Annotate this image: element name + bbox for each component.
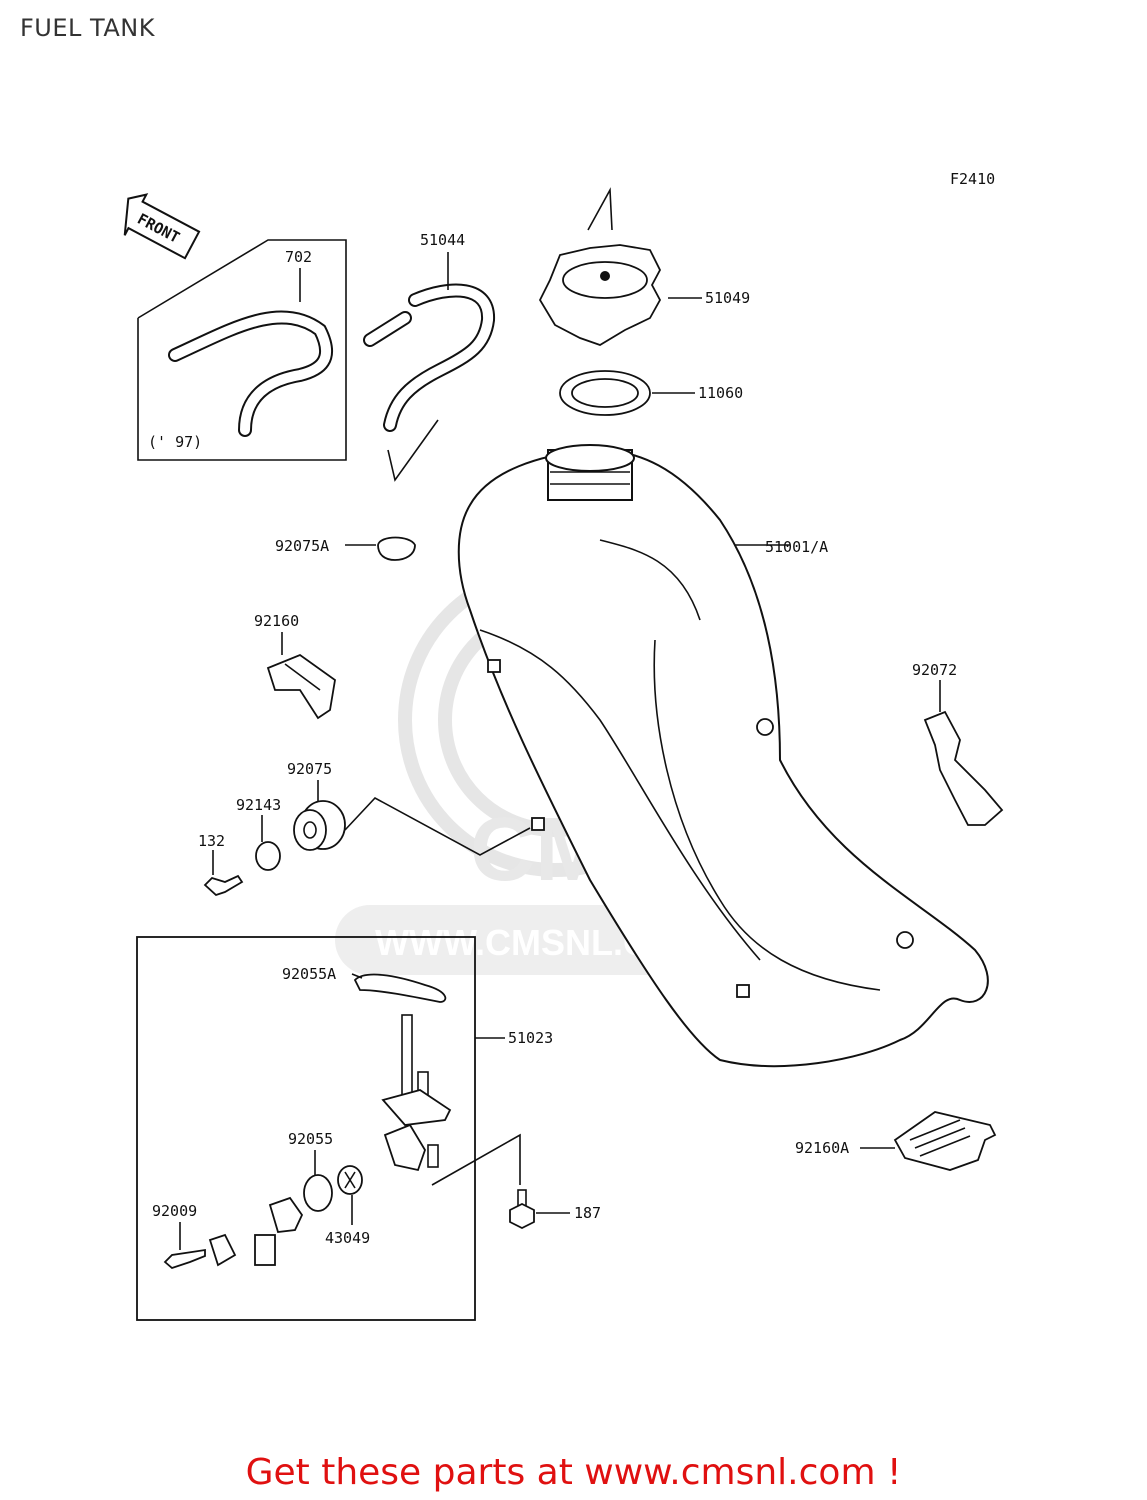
front-arrow-icon: FRONT xyxy=(123,193,201,260)
label-51023: 51023 xyxy=(508,1029,553,1047)
label-92160: 92160 xyxy=(254,612,299,630)
label-51044: 51044 xyxy=(420,231,465,249)
label-92055: 92055 xyxy=(288,1130,333,1148)
footer-link[interactable]: Get these parts at www.cmsnl.com ! xyxy=(245,1452,902,1493)
plug-92075A: 92075A xyxy=(275,536,416,561)
label-11060: 11060 xyxy=(698,384,743,402)
label-92160A: 92160A xyxy=(795,1139,849,1157)
hose-702-group: 702 (' 97) xyxy=(137,239,347,461)
page-title: FUEL TANK xyxy=(20,14,155,42)
label-92075A: 92075A xyxy=(275,537,329,555)
label-92143: 92143 xyxy=(236,796,281,814)
hose-51044: 51044 xyxy=(363,231,495,482)
gasket-11060: 11060 xyxy=(559,370,743,416)
label-51001A: 51001/A xyxy=(765,538,828,556)
label-702: 702 xyxy=(285,248,312,266)
pad-92160A: 92160A xyxy=(795,1111,997,1171)
bolt-187: 187 xyxy=(509,1189,601,1230)
fuel-cap-51049: 51049 xyxy=(538,187,750,346)
label-92055A: 92055A xyxy=(282,965,336,983)
fuel-tank-51001A: 51001/A xyxy=(457,444,989,1068)
label-51049: 51049 xyxy=(705,289,750,307)
figure-code: F2410 xyxy=(950,170,995,188)
label-92009: 92009 xyxy=(152,1202,197,1220)
label-132: 132 xyxy=(198,832,225,850)
pad-92160: 92160 xyxy=(254,612,336,720)
mount-parts: 92075 92143 132 xyxy=(198,760,531,897)
label-43049: 43049 xyxy=(325,1229,370,1247)
label-187: 187 xyxy=(574,1204,601,1222)
band-92072: 92072 xyxy=(912,661,1004,826)
label-92072: 92072 xyxy=(912,661,957,679)
label-92075: 92075 xyxy=(287,760,332,778)
fuel-cock-51023-group: 51023 92055A 92055 43049 92009 xyxy=(136,936,553,1321)
year-note: (' 97) xyxy=(148,433,202,451)
